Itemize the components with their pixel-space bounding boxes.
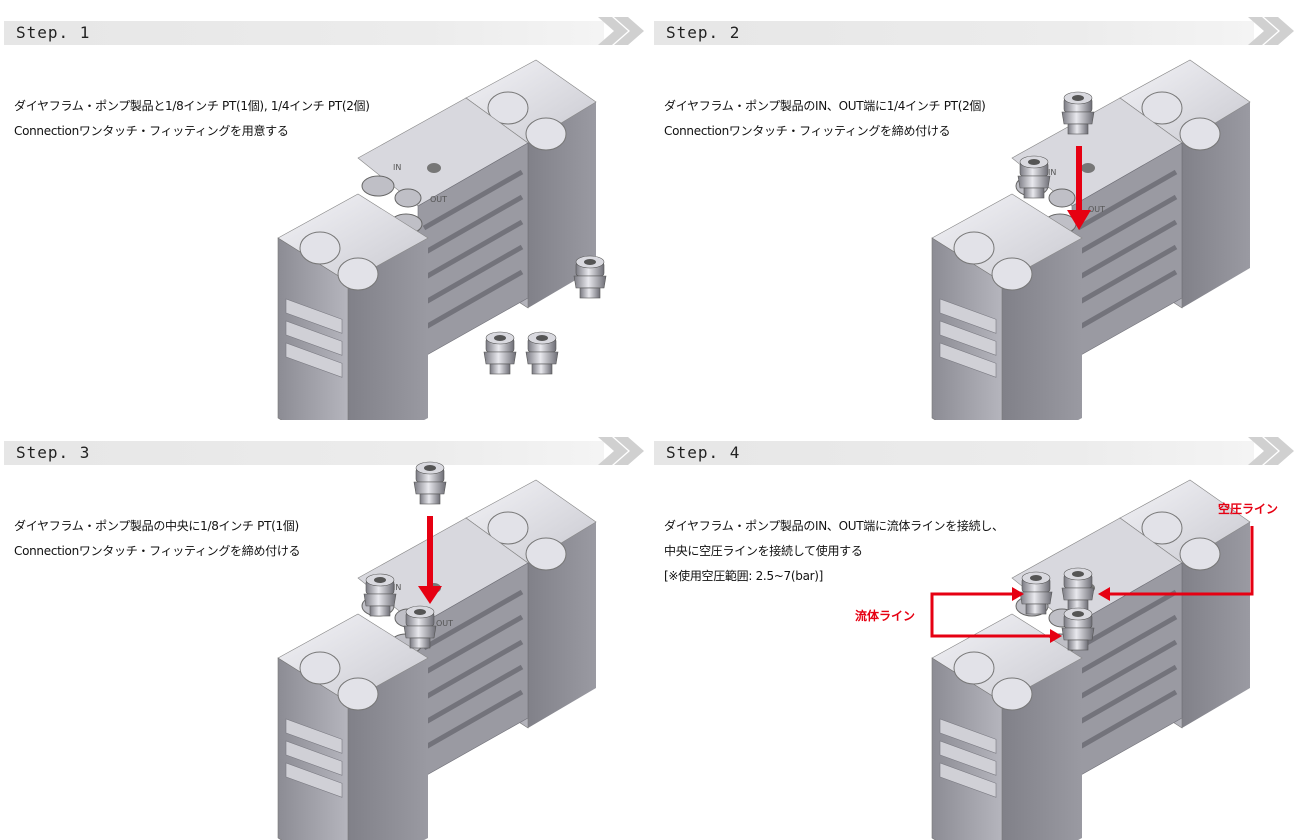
description-line: ダイヤフラム・ポンプ製品と1/8インチ PT(1個), 1/4インチ PT(2個…	[14, 99, 370, 113]
fluid-line-connector	[930, 592, 1054, 638]
arrow-left-icon	[1098, 587, 1110, 601]
description-line: ダイヤフラム・ポンプ製品のIN、OUT端に1/4インチ PT(2個)	[664, 99, 986, 113]
port-label-in: IN	[1048, 168, 1056, 177]
description-line: Connectionワンタッチ・フィッティングを用意する	[14, 124, 289, 138]
port-label-in: IN	[393, 583, 401, 592]
fluid-line-callout: 流体ライン	[855, 609, 916, 623]
step-4-panel: Step. 4 空圧ライン 流体ライン ダイヤフラム・ポンプ製品のIN、OUT端…	[650, 420, 1300, 840]
step-description: ダイヤフラム・ポンプ製品のIN、OUT端に流体ラインを接続し、 中央に空圧ライン…	[664, 514, 1004, 589]
step-description: ダイヤフラム・ポンプ製品の中央に1/8インチ PT(1個) Connection…	[14, 514, 301, 564]
step-description: ダイヤフラム・ポンプ製品と1/8インチ PT(1個), 1/4インチ PT(2個…	[14, 94, 370, 144]
air-line-connector	[1106, 526, 1254, 596]
description-line: Connectionワンタッチ・フィッティングを締め付ける	[14, 544, 301, 558]
fitting-illustration	[413, 461, 447, 505]
step-header-bar: Step. 1	[4, 21, 604, 45]
pump-illustration: IN OUT	[0, 0, 607, 420]
step-header-bar: Step. 2	[654, 21, 1254, 45]
port-label-in: IN	[393, 163, 401, 172]
step-label: Step. 4	[666, 443, 741, 462]
fitting-illustration	[483, 331, 517, 375]
step-1-panel: Step. 1 IN OUT ダイヤフラム・ポンプ製品と1/8インチ PT(1個…	[0, 0, 650, 420]
description-line: 中央に空圧ラインを接続して使用する	[664, 544, 863, 558]
step-header-bar: Step. 4	[654, 441, 1254, 465]
description-line: [※使用空圧範囲: 2.5~7(bar)]	[664, 569, 824, 583]
step-header-bar: Step. 3	[4, 441, 604, 465]
arrow-right-icon	[1012, 587, 1024, 601]
step-3-panel: Step. 3 IN OUT ダイヤフラム・ポンプ製品の中央に1/8インチ PT…	[0, 420, 650, 840]
port-label-out: OUT	[436, 619, 453, 628]
step-label: Step. 3	[16, 443, 91, 462]
step-label: Step. 2	[666, 23, 741, 42]
arrow-down-icon	[1067, 146, 1091, 230]
pump-illustration	[650, 420, 1254, 840]
arrow-down-icon	[418, 516, 442, 604]
fitting-illustration	[525, 331, 559, 375]
pump-illustration: IN OUT	[650, 0, 1300, 420]
description-line: ダイヤフラム・ポンプ製品のIN、OUT端に流体ラインを接続し、	[664, 519, 1004, 533]
fitting-illustration	[573, 255, 607, 299]
step-description: ダイヤフラム・ポンプ製品のIN、OUT端に1/4インチ PT(2個) Conne…	[664, 94, 986, 144]
port-label-out: OUT	[430, 195, 447, 204]
step-2-panel: Step. 2 IN OUT ダイヤフラム・ポンプ製品のIN、OUT端に1/4イ…	[650, 0, 1300, 420]
step-label: Step. 1	[16, 23, 91, 42]
description-line: ダイヤフラム・ポンプ製品の中央に1/8インチ PT(1個)	[14, 519, 299, 533]
air-line-callout: 空圧ライン	[1218, 502, 1279, 516]
pump-illustration: IN OUT	[0, 461, 650, 840]
port-label-out: OUT	[1088, 205, 1105, 214]
arrow-right-icon	[1050, 629, 1062, 643]
description-line: Connectionワンタッチ・フィッティングを締め付ける	[664, 124, 951, 138]
